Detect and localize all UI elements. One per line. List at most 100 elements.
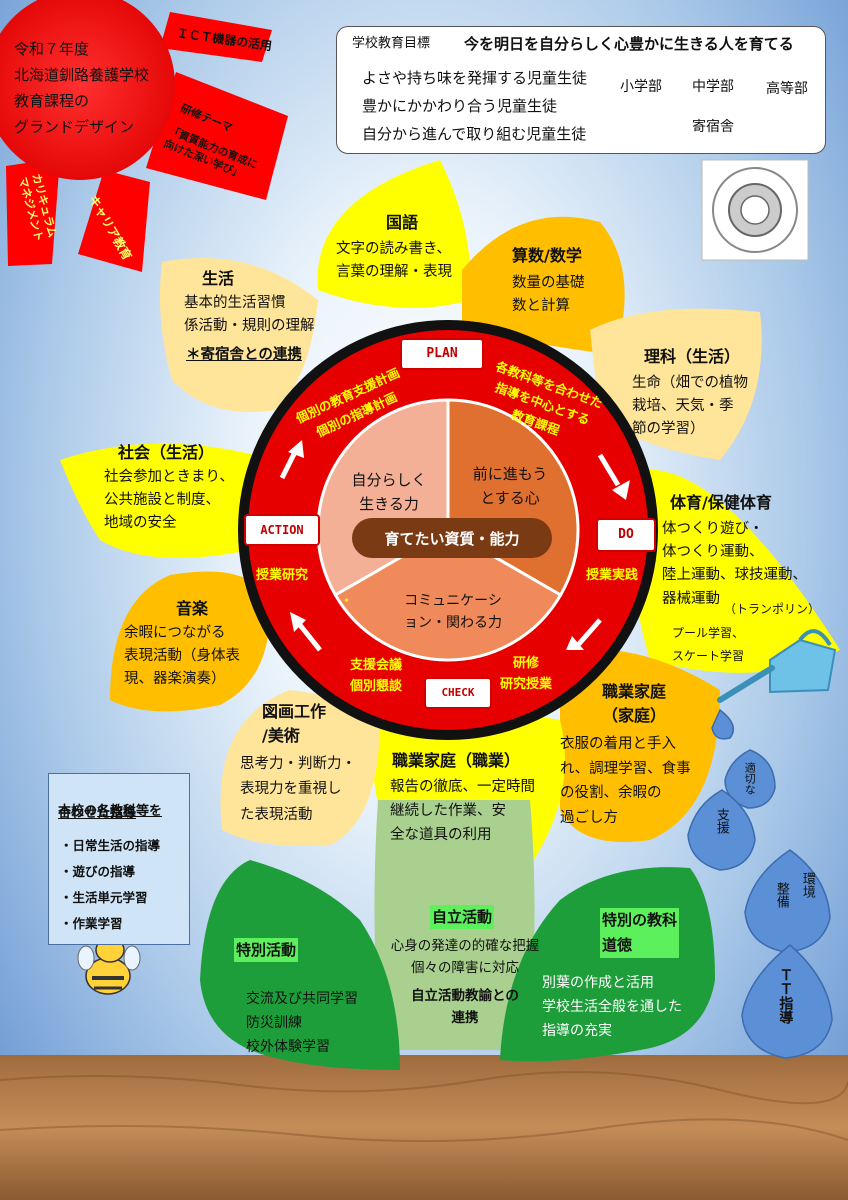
leaf-tokkatsu-body: 交流及び共同学習 防災訓練 校外体験学習 [246, 991, 358, 1055]
drop-text-tt: ＴＴ指導 [777, 968, 794, 1024]
pie-label-communication: コミュニケーシ ョン・関わる力 [404, 593, 502, 632]
division-junior: 中学部 [690, 76, 736, 99]
petal-seikatsu-body: 基本的生活習慣 係活動・規則の理解 [184, 295, 315, 335]
sun-ray-research [146, 72, 288, 200]
sun-line-4: グランドデザイン [14, 118, 135, 136]
arrow-do-to-check [566, 618, 602, 650]
bee-mascot [77, 937, 141, 995]
petal-rika-title: 理科（生活） [644, 347, 741, 366]
sun-ray-curriculum [6, 158, 60, 266]
petal-kokugo [317, 160, 471, 308]
petal-rika-body: 生命（畑での植物 栽培、天気・季 節の学習） [632, 375, 748, 438]
petal-sansu-title: 算数/数学 [512, 246, 582, 265]
petal-taiiku [632, 469, 840, 673]
leaf-left [200, 860, 400, 1070]
petal-zuga-title: 図画工作 /美術 [262, 702, 327, 745]
cycle-plan: PLAN [400, 338, 484, 370]
cycle-do-text: 授業実践 [586, 568, 639, 583]
petal-taiiku-body: 体つくり遊び・ 体つくり運動、 陸上運動、球技運動、 器械運動 [662, 521, 807, 607]
drop-text-environment: 環境 [799, 872, 815, 898]
legend-title-pre: 本校の [58, 804, 98, 820]
drop-small [711, 708, 735, 740]
legend-title-2: 合わせた指導 [58, 806, 137, 821]
arrow-plan-to-do [597, 453, 630, 500]
leaf-doutoku-body: 別葉の作成と活用 学校生活全般を通した 指導の充実 [542, 975, 682, 1039]
center-qualities: 育てたい資質・能力 [352, 518, 552, 558]
petal-seikatsu [159, 257, 318, 412]
drop-2 [687, 789, 756, 871]
cycle-arrows [279, 440, 630, 652]
petal-sansu [462, 216, 625, 355]
goal-item-2: 豊かにかかわり合う児童生徒 [362, 97, 558, 115]
watering-can [717, 629, 837, 703]
division-dormitory: 寄宿舎 [690, 116, 736, 139]
cycle-check-right: 研修 研究授業 [500, 656, 553, 692]
sun-ray-career [78, 170, 150, 272]
sun-line-2: 北海道釧路養護学校 [14, 66, 150, 84]
petal-shokugyo-katei-title: 職業家庭 （家庭） [602, 682, 667, 725]
petal-taiiku-note2: プール学習、 スケート学習 [672, 626, 745, 663]
petal-shakai-title: 社会（生活） [118, 443, 215, 462]
petal-ongaku-title: 音楽 [176, 599, 209, 618]
division-elementary: 小学部 [618, 76, 664, 99]
legend-title-em: 各教科等を [97, 804, 163, 820]
goal-label: 学校教育目標 [352, 36, 431, 51]
drop-text-maintenance: 整備 [773, 882, 789, 908]
cycle-check: CHECK [424, 677, 492, 709]
pie-label-self: 自分らしく 生きる力 [351, 471, 427, 513]
cycle-action: ACTION [244, 514, 320, 546]
petal-ongaku-body: 余暇につながる 表現活動（身体表 現、器楽演奏） [124, 625, 240, 688]
sun-line-1: 令和７年度 [14, 40, 90, 58]
petal-shakai-body: 社会参加ときまり、 公共施設と制度、 地域の安全 [104, 469, 234, 532]
petal-taiiku-note1: （トランポリン） [724, 602, 821, 616]
petal-shokugyo-body: 報告の徹底、一定時間 継続した作業、安 全な道具の利用 [390, 779, 535, 843]
goal-main: 今を明日を自分らしく心豊かに生きる人を育てる [464, 35, 794, 53]
goal-item-3: 自分から進んで取り組む児童生徒 [362, 125, 587, 143]
drop-text-support: 支援 [713, 808, 729, 834]
water-drops [687, 708, 833, 1059]
legend-item-4: ・作業学習 [60, 916, 123, 931]
sun [0, 0, 288, 272]
division-high: 高等部 [764, 78, 810, 101]
integrated-guidance-legend [48, 773, 190, 945]
cycle-do: DO [596, 518, 656, 552]
cycle-action-text: 授業研究 [256, 568, 309, 583]
soil-texture [0, 1071, 848, 1105]
petal-zuga-body: 思考力・判断力・ 表現力を重視し た表現活動 [240, 756, 356, 823]
petal-seikatsu-link: ＊寄宿舎との連携 [186, 347, 302, 363]
petal-zuga [220, 690, 380, 846]
petal-seikatsu-title: 生活 [202, 269, 235, 288]
stem-link: 自立活動教諭との 連携 [411, 988, 519, 1026]
sun-ray-ict [160, 12, 272, 62]
petal-shokugyo-katei-body: 衣服の着用と手入 れ、調理学習、食事 の役割、余暇の 過ごし方 [560, 736, 691, 826]
petal-ongaku [110, 571, 270, 712]
pie-slice-communication [333, 528, 563, 662]
legend-title: 本校の各教科等を [58, 782, 162, 822]
petal-taiiku-title: 体育/保健体育 [670, 493, 772, 512]
cycle-check-left: 支援会議 個別懇談 [350, 658, 403, 694]
goal-item-1: よさや持ち味を発揮する児童生徒 [362, 69, 588, 87]
stem-body: 心身の発達の的確な把握 個々の障害に対応 [390, 938, 540, 976]
soil [0, 1055, 848, 1200]
petal-shakai [60, 443, 257, 558]
cycle-dot: ・ [340, 594, 354, 609]
petal-rika [590, 308, 762, 460]
stem-title: 自立活動 [430, 905, 495, 929]
petal-shokugyo-katei [560, 648, 720, 842]
leaf-doutoku-title: 特別の教科 道徳 [600, 908, 680, 958]
sun-line-3: 教育課程の [14, 92, 90, 110]
school-goal-box [336, 26, 826, 154]
sun-disc [0, 0, 175, 180]
petal-shokugyo-title: 職業家庭（職業） [392, 751, 521, 770]
legend-item-1: ・日常生活の指導 [60, 838, 161, 853]
pie-label-forward: 前に進もう とする心 [472, 465, 548, 507]
drop-1 [724, 749, 776, 809]
arrow-action-to-plan [279, 440, 304, 480]
legend-item-2: ・遊びの指導 [60, 864, 136, 879]
legend-item-3: ・生活単元学習 [60, 890, 148, 905]
petal-sansu-body: 数量の基礎 数と計算 [512, 275, 585, 315]
arrow-check-to-action [290, 612, 322, 652]
petal-kokugo-body: 文字の読み書き、 言葉の理解・表現 [336, 241, 452, 281]
drop-4 [741, 944, 833, 1059]
drop-text-appropriate: 適切な [743, 762, 757, 795]
